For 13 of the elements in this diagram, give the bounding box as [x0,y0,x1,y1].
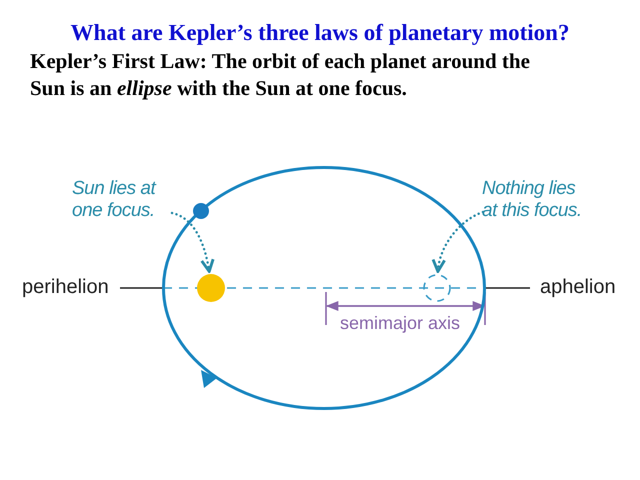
callout-text: Nothing lies at this focus. [482,178,582,224]
perihelion-label: perihelion [22,276,118,300]
leader-line [120,287,162,289]
leader-line [486,287,530,289]
law-statement: Kepler’s First Law: The orbit of each planet around the Sun is an ellipse with the Sun at one focus. [30,48,531,102]
dotted-arrow [170,212,214,273]
dotted-arrow [432,210,484,273]
callout-text: Sun lies at one focus. [72,178,172,224]
sun-circle [197,274,225,302]
aphelion-label: aphelion [540,276,630,300]
empty-focus-circle [423,274,451,302]
dimension-label: semimajor axis [340,313,460,334]
title: What are Kepler’s three laws of planetary motion? [70,20,570,46]
